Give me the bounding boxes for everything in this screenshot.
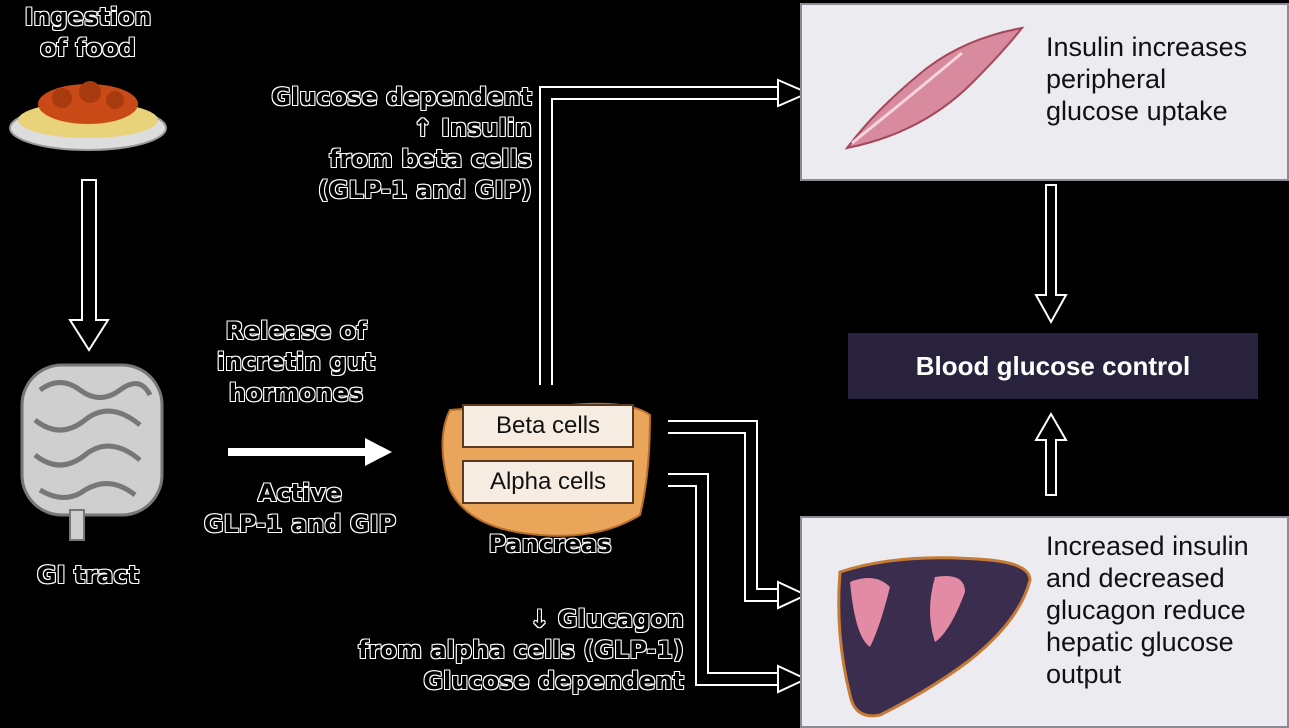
alpha-cells-box: Alpha cells bbox=[462, 460, 634, 504]
release-line2: incretin gut bbox=[198, 347, 394, 378]
pancreas-label: Pancreas bbox=[450, 529, 650, 560]
glucagon-line1: ↓ Glucagon bbox=[300, 604, 684, 635]
food-label-line1: Ingestion bbox=[0, 2, 176, 33]
blood-glucose-control-box: Blood glucose control bbox=[848, 333, 1258, 399]
alpha-to-liver-arrow-icon bbox=[668, 474, 780, 685]
insulin-line3: from beta cells bbox=[220, 144, 532, 175]
up-arrow-icon bbox=[1036, 414, 1066, 495]
insulin-path-label: Glucose dependent ↑ Insulin from beta ce… bbox=[220, 82, 532, 206]
insulin-line2: ↑ Insulin bbox=[220, 113, 532, 144]
release-line3: hormones bbox=[198, 378, 394, 409]
muscle-panel: Insulin increases peripheral glucose upt… bbox=[800, 3, 1289, 181]
down-arrow-icon bbox=[1036, 185, 1066, 322]
food-plate-icon bbox=[10, 81, 166, 150]
active-line1: Active bbox=[180, 478, 420, 509]
glucagon-path-label: ↓ Glucagon from alpha cells (GLP-1) Gluc… bbox=[300, 604, 684, 697]
insulin-line1: Glucose dependent bbox=[220, 82, 532, 113]
liver-text-line2: and decreased bbox=[1046, 562, 1249, 594]
liver-text-line4: hepatic glucose bbox=[1046, 626, 1249, 658]
gi-tract-label: GI tract bbox=[0, 560, 176, 591]
liver-text-line5: output bbox=[1046, 658, 1249, 690]
liver-text-line1: Increased insulin bbox=[1046, 530, 1249, 562]
food-label: Ingestion of food bbox=[0, 2, 176, 64]
muscle-icon bbox=[832, 23, 1032, 163]
beta-to-liver-arrow-icon bbox=[668, 421, 780, 601]
food-label-line2: of food bbox=[0, 33, 176, 64]
glucagon-line3: Glucose dependent bbox=[300, 666, 684, 697]
release-line1: Release of bbox=[198, 316, 394, 347]
active-label: Active GLP-1 and GIP bbox=[180, 478, 420, 540]
muscle-text-line1: Insulin increases bbox=[1046, 31, 1247, 63]
incretin-arrow-icon bbox=[228, 438, 392, 466]
muscle-text-line2: peripheral bbox=[1046, 63, 1247, 95]
liver-panel: Increased insulin and decreased glucagon… bbox=[800, 516, 1289, 728]
glucagon-line2: from alpha cells (GLP-1) bbox=[300, 635, 684, 666]
food-to-gi-arrow-icon bbox=[70, 180, 108, 350]
liver-text-line3: glucagon reduce bbox=[1046, 594, 1249, 626]
beta-cells-box: Beta cells bbox=[462, 404, 634, 448]
release-label: Release of incretin gut hormones bbox=[198, 316, 394, 409]
active-line2: GLP-1 and GIP bbox=[180, 509, 420, 540]
muscle-text-line3: glucose uptake bbox=[1046, 95, 1247, 127]
insulin-path-arrow-icon bbox=[540, 87, 780, 385]
liver-icon bbox=[820, 542, 1040, 722]
intestines-icon bbox=[22, 365, 162, 540]
insulin-line4: (GLP-1 and GIP) bbox=[220, 175, 532, 206]
